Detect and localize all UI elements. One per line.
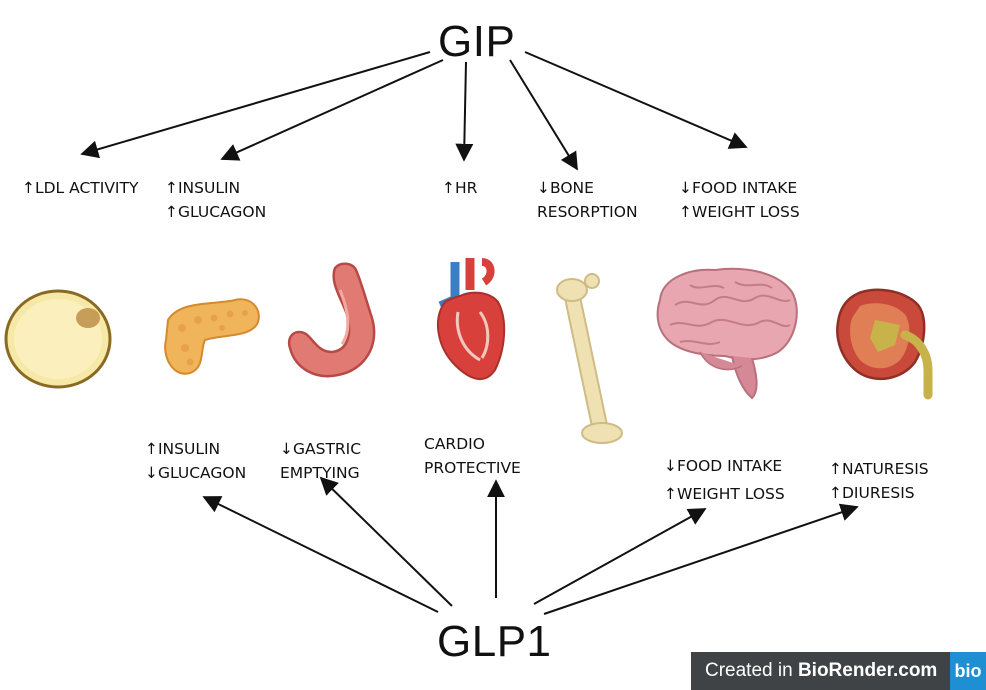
gip-ldl-line-1: ↑LDL ACTIVITY: [22, 179, 139, 197]
glp1-pancreas-line-1: ↑INSULIN: [145, 440, 221, 458]
gip-effect-heart: ↑HR: [442, 176, 477, 200]
gip-effect-bone: ↓BONE RESORPTION: [537, 176, 638, 224]
gip-pancreas-line-2: ↑GLUCAGON: [165, 203, 267, 221]
gip-brain-line-1: ↓FOOD INTAKE: [679, 179, 798, 197]
glp1-brain-line-2: ↑WEIGHT LOSS: [664, 485, 785, 503]
kidney-illustration: [836, 288, 933, 400]
arrow-glp1-stomach: [319, 476, 453, 607]
glp1-stomach-line-1: ↓GASTRIC: [280, 440, 362, 458]
watermark-text-plain: Created in: [705, 660, 798, 681]
gip-effect-pancreas: ↑INSULIN ↑GLUCAGON: [165, 176, 266, 224]
glp1-effect-heart: CARDIO PROTECTIVE: [424, 432, 521, 480]
glp1-hub-label: GLP1: [437, 617, 552, 666]
pancreas-illustration: [164, 298, 260, 375]
glp1-pancreas-line-2: ↓GLUCAGON: [145, 464, 247, 482]
gip-heart-line-1: ↑HR: [442, 179, 478, 197]
arrow-glp1-kidney: [543, 503, 859, 615]
gip-arrows: [80, 51, 748, 171]
glp1-heart-line-2: PROTECTIVE: [424, 459, 521, 477]
stomach-illustration: [287, 262, 376, 378]
glp1-effect-stomach: ↓GASTRIC EMPTYING: [280, 437, 361, 485]
glp1-heart-line-1: CARDIO: [424, 435, 485, 453]
gip-hub-label: GIP: [438, 17, 516, 66]
watermark-text-bold: BioRender.com: [797, 660, 938, 681]
glp1-kidney-line-1: ↑NATURESIS: [829, 460, 929, 478]
gip-effect-ldl: ↑LDL ACTIVITY: [22, 176, 138, 200]
gip-bone-line-1: ↓BONE: [537, 179, 594, 197]
adipocyte-illustration: [4, 289, 112, 389]
biorender-logo-icon: bio: [950, 652, 986, 690]
arrow-gip-brain: [524, 51, 748, 149]
gip-effect-brain: ↓FOOD INTAKE ↑WEIGHT LOSS: [679, 176, 800, 224]
gip-bone-line-2: RESORPTION: [537, 203, 638, 221]
gip-pancreas-line-1: ↑INSULIN: [165, 179, 241, 197]
glp1-effect-pancreas: ↑INSULIN ↓GLUCAGON: [145, 437, 246, 485]
brain-illustration: [656, 267, 798, 400]
watermark-text: Created in BioRender.com: [691, 660, 950, 682]
glp1-brain-line-1: ↓FOOD INTAKE: [664, 457, 783, 475]
biorender-watermark[interactable]: Created in BioRender.com bio: [691, 652, 986, 690]
gip-brain-line-2: ↑WEIGHT LOSS: [679, 203, 800, 221]
glp1-effect-kidney: ↑NATURESIS ↑DIURESIS: [829, 457, 929, 505]
heart-illustration: [437, 258, 506, 380]
arrow-glp1-pancreas: [202, 496, 439, 613]
glp1-arrows: [202, 476, 859, 615]
arrow-gip-ldl: [80, 51, 431, 159]
arrow-gip-bone: [509, 59, 578, 171]
glp1-kidney-line-2: ↑DIURESIS: [829, 484, 915, 502]
arrow-gip-heart: [455, 61, 474, 162]
glp1-stomach-line-2: EMPTYING: [280, 464, 360, 482]
arrow-glp1-brain: [533, 508, 707, 605]
arrow-gip-pancreas: [220, 59, 444, 161]
bone-illustration: [556, 273, 623, 444]
glp1-effect-brain: ↓FOOD INTAKE ↑WEIGHT LOSS: [664, 454, 785, 506]
